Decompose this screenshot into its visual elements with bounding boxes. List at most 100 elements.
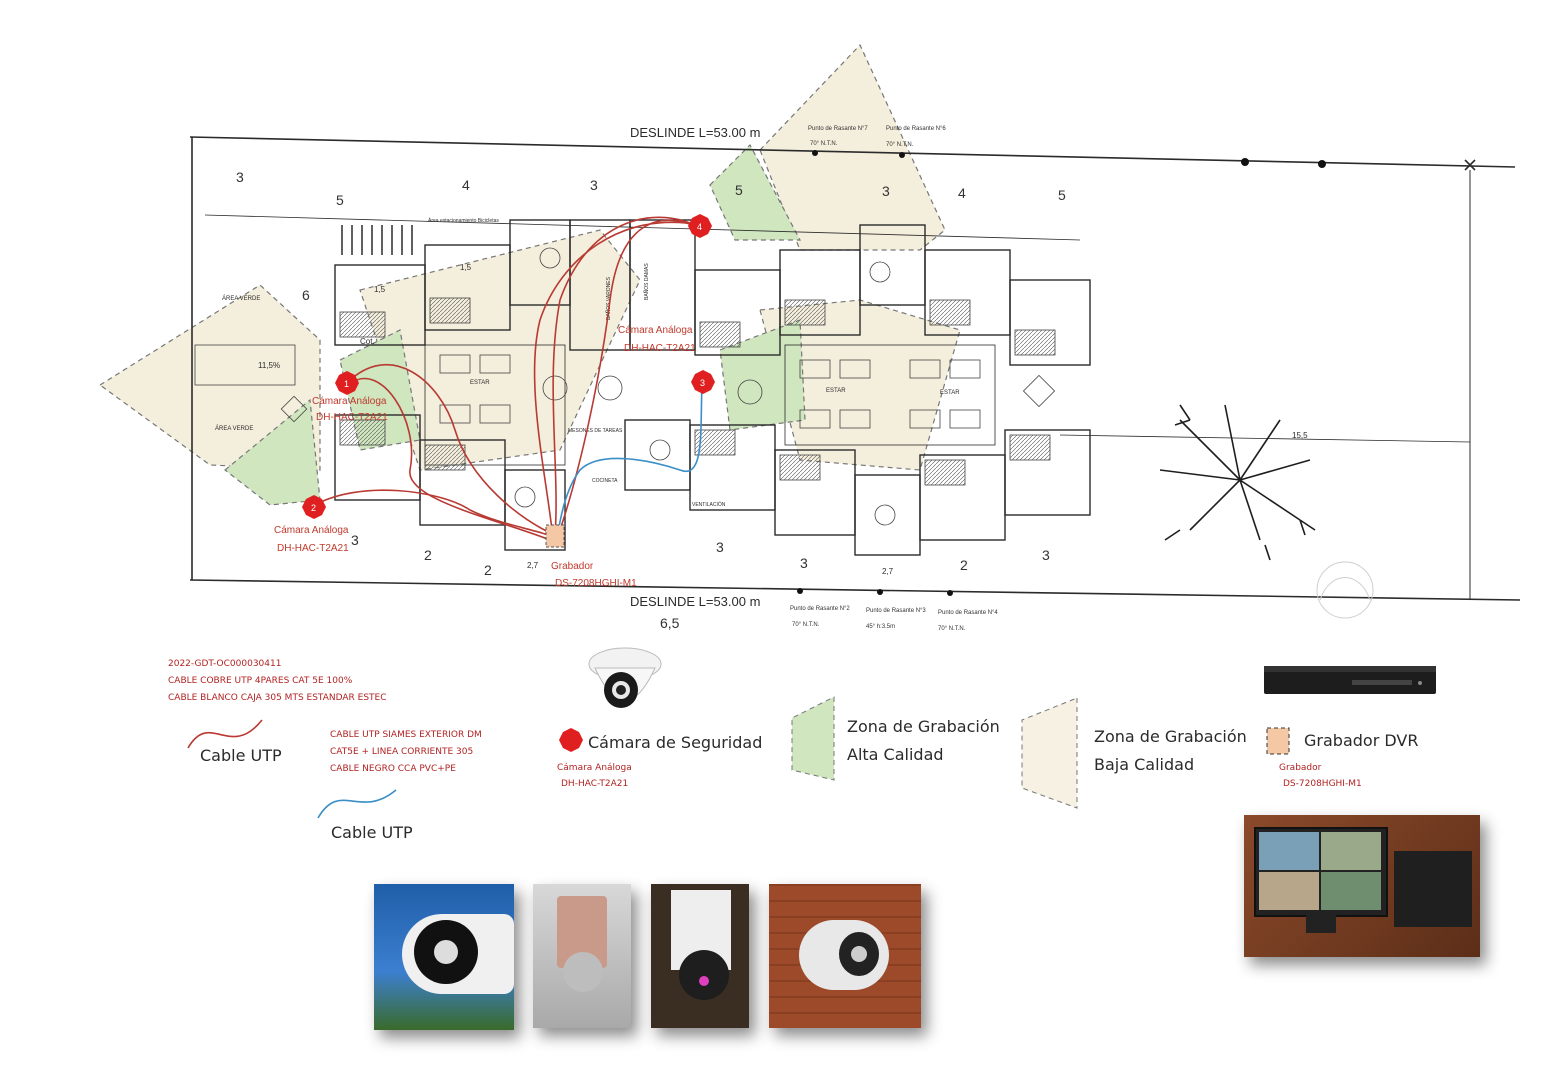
camera-number: 2 (311, 503, 316, 513)
dimension-label: 15,5 (1292, 431, 1308, 440)
dimension-label: 5 (735, 182, 743, 198)
camera-photo-4 (769, 884, 921, 1028)
camera-marker-1[interactable]: 1 (335, 371, 359, 395)
camera-number: 4 (697, 222, 702, 232)
camera-markers: 1 2 3 4 (302, 214, 715, 519)
dimension-label: 3 (800, 555, 808, 571)
legend-blue-cable-label: Cable UTP (331, 823, 413, 842)
legend-zone-low-label: Zona de Grabación Baja Calidad (1094, 723, 1247, 779)
legend-zone-low (1021, 697, 1078, 809)
legend-red-cable (187, 719, 263, 749)
legend-zone-high (791, 696, 835, 781)
legend-camera-sub: Cámara Análoga DH-HAC-T2A21 (557, 760, 632, 792)
legend-camera-label: Cámara de Seguridad (588, 733, 763, 752)
rasante-value: 70° N.T.N. (938, 626, 966, 632)
rasante-value: 70° N.T.N. (810, 141, 838, 147)
deslinde-top: DESLINDE L=53.00 m (630, 125, 760, 140)
rasante-label: Punto de Rasante N°3 (866, 608, 926, 614)
spec-red-block: 2022-GDT-OC000030411 CABLE COBRE UTP 4PA… (168, 656, 387, 707)
camera-4-name: Cámara Análoga (618, 325, 693, 336)
bicycle-rack (341, 225, 413, 255)
dimension-label: 2 (960, 557, 968, 573)
recorder-marker (545, 524, 565, 548)
rasante-label: Punto de Rasante N°2 (790, 606, 850, 612)
dimension-label: 5 (336, 192, 344, 208)
room-estar-3: ESTAR (940, 390, 960, 396)
dimension-label: 3 (590, 177, 598, 193)
camera-2-name: Cámara Análoga (274, 525, 349, 536)
spec-red-line: CABLE BLANCO CAJA 305 MTS ESTANDAR ESTEC (168, 693, 387, 703)
dimension-label: 3 (716, 539, 724, 555)
camera-1-name: Cámara Análoga (312, 396, 387, 407)
furniture (194, 247, 1056, 526)
camera-photo-3 (651, 884, 749, 1028)
legend-zone-low-line: Baja Calidad (1094, 755, 1195, 774)
room-mesones: MESONES DE TAREAS (568, 428, 623, 434)
room-ventilacion: VENTILACIÓN (692, 501, 726, 508)
spec-red-line: 2022-GDT-OC000030411 (168, 659, 282, 669)
zones-low-quality (98, 43, 961, 471)
dimension-label: 3 (351, 532, 359, 548)
camera-number: 1 (344, 379, 349, 389)
spec-blue-line: CABLE NEGRO CCA PVC+PE (330, 764, 456, 774)
dimension-label: 4 (958, 185, 966, 201)
legend-camera-sub-line: Cámara Análoga (557, 763, 632, 773)
deslinde-bottom: DESLINDE L=53.00 m (630, 594, 760, 609)
dimension-label: 3 (882, 183, 890, 199)
legend-red-cable-label: Cable UTP (200, 746, 282, 765)
camera-marker-3[interactable]: 3 (691, 370, 715, 394)
camera-marker-4[interactable]: 4 (688, 214, 712, 238)
monitor-screen (1254, 827, 1388, 917)
dimension-label: 6,5 (660, 615, 680, 631)
installed-monitor-photo (1244, 815, 1480, 957)
rasante-label: Punto de Rasante N°7 (808, 126, 868, 132)
legend-dvr-marker (1266, 727, 1290, 755)
legend-dvr-sub-line: Grabador (1279, 763, 1322, 773)
boundary-points (797, 150, 1326, 596)
dvr-device-image (1264, 666, 1436, 694)
camera-4-model: DH-HAC-T2A21 (624, 343, 696, 354)
legend-dvr-label: Grabador DVR (1304, 731, 1419, 750)
legend-dvr-sub: Grabador DS-7208HGHI-M1 (1279, 760, 1362, 792)
room-estar-2: ESTAR (826, 388, 846, 394)
spec-blue-line: CAT5E + LINEA CORRIENTE 305 (330, 747, 474, 757)
camera-2-model: DH-HAC-T2A21 (277, 543, 349, 554)
cable-routes-red (314, 216, 701, 541)
slope-label: 11,5% (258, 361, 280, 370)
camera-1-model: DH-HAC-T2A21 (316, 412, 388, 423)
dimension-label: 1,5 (460, 263, 472, 272)
legend-camera-sub-line: DH-HAC-T2A21 (561, 779, 629, 789)
dimension-label: 3 (236, 169, 244, 185)
legend-zone-low-line: Zona de Grabación (1094, 727, 1247, 746)
spec-blue-block: CABLE UTP SIAMES EXTERIOR DM CAT5E + LIN… (330, 727, 482, 778)
tree-symbol (1159, 404, 1316, 561)
dimension-label: 2 (424, 547, 432, 563)
recorder-model: DS-7208HGHI-M1 (555, 578, 637, 589)
legend-blue-cable (317, 789, 397, 819)
dimension-label: 5 (1058, 187, 1066, 203)
area-verde-label: ÁREA VERDE (215, 425, 253, 432)
dimension-label: 6 (302, 287, 310, 303)
camera-photo-2 (533, 884, 631, 1028)
cable-routes-blue (556, 384, 703, 539)
dimension-label: 2,7 (527, 561, 539, 570)
building-walls (334, 219, 1091, 556)
room-bicicletas: Área estacionamiento Bicicletas (428, 217, 499, 224)
camera-marker-2[interactable]: 2 (302, 495, 326, 519)
spec-red-line: CABLE COBRE UTP 4PARES CAT 5E 100% (168, 676, 353, 686)
room-banos-varones: BAÑOS VARONES (605, 276, 612, 320)
dvr-cabinet (1394, 851, 1472, 927)
camera-number: 3 (700, 378, 705, 388)
dome-camera-image (588, 647, 662, 708)
rasante-points: Punto de Rasante N°7 70° N.T.N. Punto de… (790, 126, 998, 632)
dimension-label: 1,5 (374, 285, 386, 294)
rasante-value: 70° N.T.N. (886, 142, 914, 148)
dimension-labels: 3 5 4 3 5 3 4 5 6 1,5 1,5 2,7 2,7 3 2 2 … (236, 169, 1308, 631)
dimension-label: 3 (1042, 547, 1050, 563)
room-cot: Cot. (360, 337, 375, 346)
rasante-value: 45° h:3.5m (866, 624, 895, 630)
room-estar-1: ESTAR (470, 380, 490, 386)
camera-photo-1 (374, 884, 514, 1030)
watermark-logo (1316, 561, 1374, 619)
